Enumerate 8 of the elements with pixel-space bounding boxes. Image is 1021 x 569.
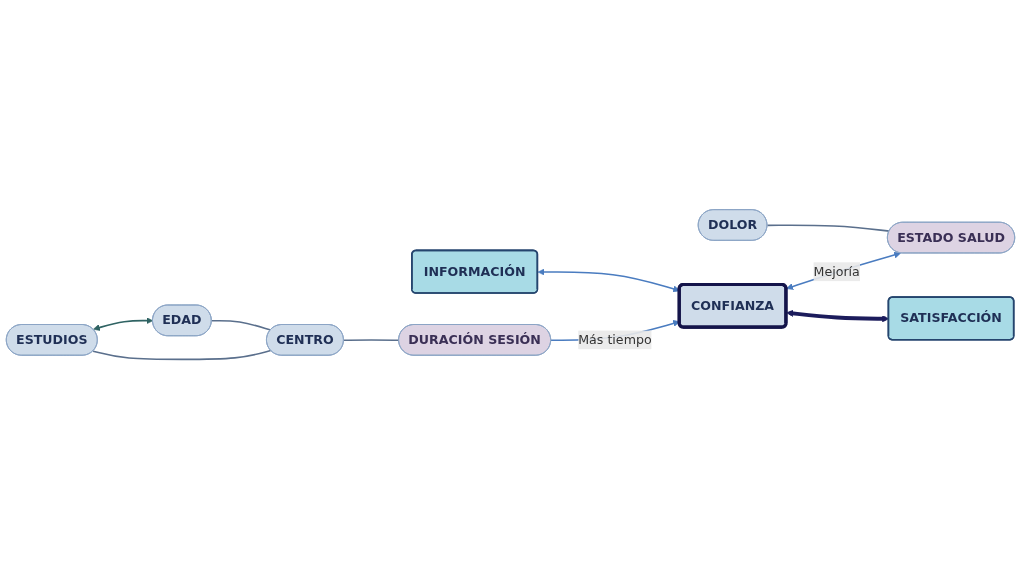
- connector: [343, 339, 400, 342]
- arrow: [786, 251, 901, 290]
- connector: [766, 224, 891, 232]
- connector: [92, 349, 272, 361]
- edge-label: Mejoría: [813, 263, 860, 279]
- connector: [210, 319, 272, 331]
- edge-label: Más tiempo: [578, 331, 652, 347]
- arrow: [93, 317, 154, 331]
